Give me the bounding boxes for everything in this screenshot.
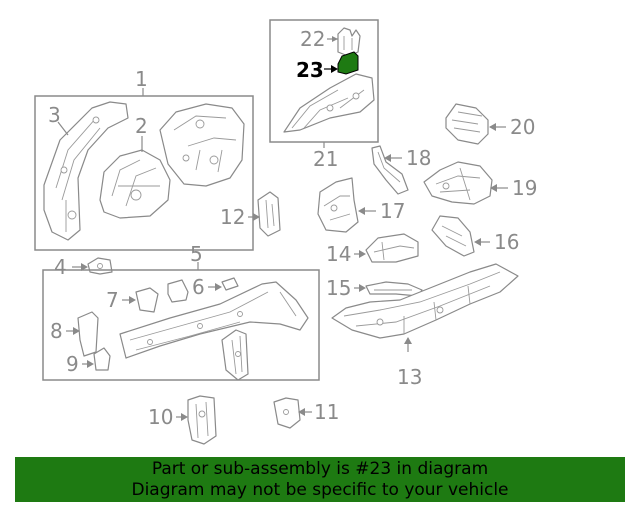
callout-6[interactable]: 6 (192, 275, 205, 299)
callout-18[interactable]: 18 (406, 146, 431, 170)
footer-line-2: Diagram may not be specific to your vehi… (131, 480, 509, 500)
part-8[interactable] (77, 311, 99, 357)
part-23-highlighted[interactable] (337, 51, 359, 75)
part-9[interactable] (93, 347, 111, 371)
footer-line-1: Part or sub-assembly is #23 in diagram (151, 459, 489, 479)
callout-7[interactable]: 7 (106, 288, 119, 312)
callout-10[interactable]: 10 (148, 405, 173, 429)
part-3[interactable] (43, 101, 129, 241)
callout-22[interactable]: 22 (300, 27, 325, 51)
callout-3[interactable]: 3 (48, 103, 61, 127)
part-1-apron[interactable] (159, 103, 245, 187)
callout-20[interactable]: 20 (510, 115, 535, 139)
callout-15[interactable]: 15 (326, 276, 351, 300)
part-19[interactable] (423, 161, 493, 205)
part-20[interactable] (445, 103, 489, 145)
part-13[interactable] (331, 263, 519, 339)
callout-1[interactable]: 1 (135, 67, 148, 91)
callout-8[interactable]: 8 (50, 319, 63, 343)
part-17[interactable] (317, 177, 359, 233)
group-box-1 (34, 95, 254, 251)
callout-23[interactable]: 23 (296, 58, 324, 82)
callout-2[interactable]: 2 (135, 114, 148, 138)
part-21[interactable] (283, 73, 375, 133)
part-14[interactable] (365, 233, 419, 263)
callout-12[interactable]: 12 (220, 205, 245, 229)
part-16[interactable] (431, 215, 475, 257)
part-4[interactable] (87, 257, 113, 275)
callout-16[interactable]: 16 (494, 230, 519, 254)
part-5-bracket[interactable] (221, 329, 249, 381)
part-15[interactable] (365, 281, 423, 297)
callout-4[interactable]: 4 (54, 255, 67, 279)
part-5-rail[interactable] (119, 281, 309, 359)
callout-17[interactable]: 17 (380, 199, 405, 223)
callout-19[interactable]: 19 (512, 176, 537, 200)
callout-9[interactable]: 9 (66, 352, 79, 376)
part-12[interactable] (257, 191, 281, 237)
part-7[interactable] (135, 287, 159, 313)
callout-13[interactable]: 13 (397, 365, 422, 389)
part-22[interactable] (337, 27, 361, 57)
part-10[interactable] (187, 395, 217, 445)
part-2[interactable] (99, 149, 171, 219)
callout-11[interactable]: 11 (314, 400, 339, 424)
part-18[interactable] (371, 145, 409, 195)
callout-21[interactable]: 21 (313, 147, 338, 171)
callout-14[interactable]: 14 (326, 242, 351, 266)
part-11[interactable] (273, 397, 301, 429)
footer-banner: Part or sub-assembly is #23 in diagram D… (15, 457, 625, 502)
group-box-5 (42, 269, 320, 381)
callout-5[interactable]: 5 (190, 242, 203, 266)
part-6[interactable] (167, 277, 239, 303)
